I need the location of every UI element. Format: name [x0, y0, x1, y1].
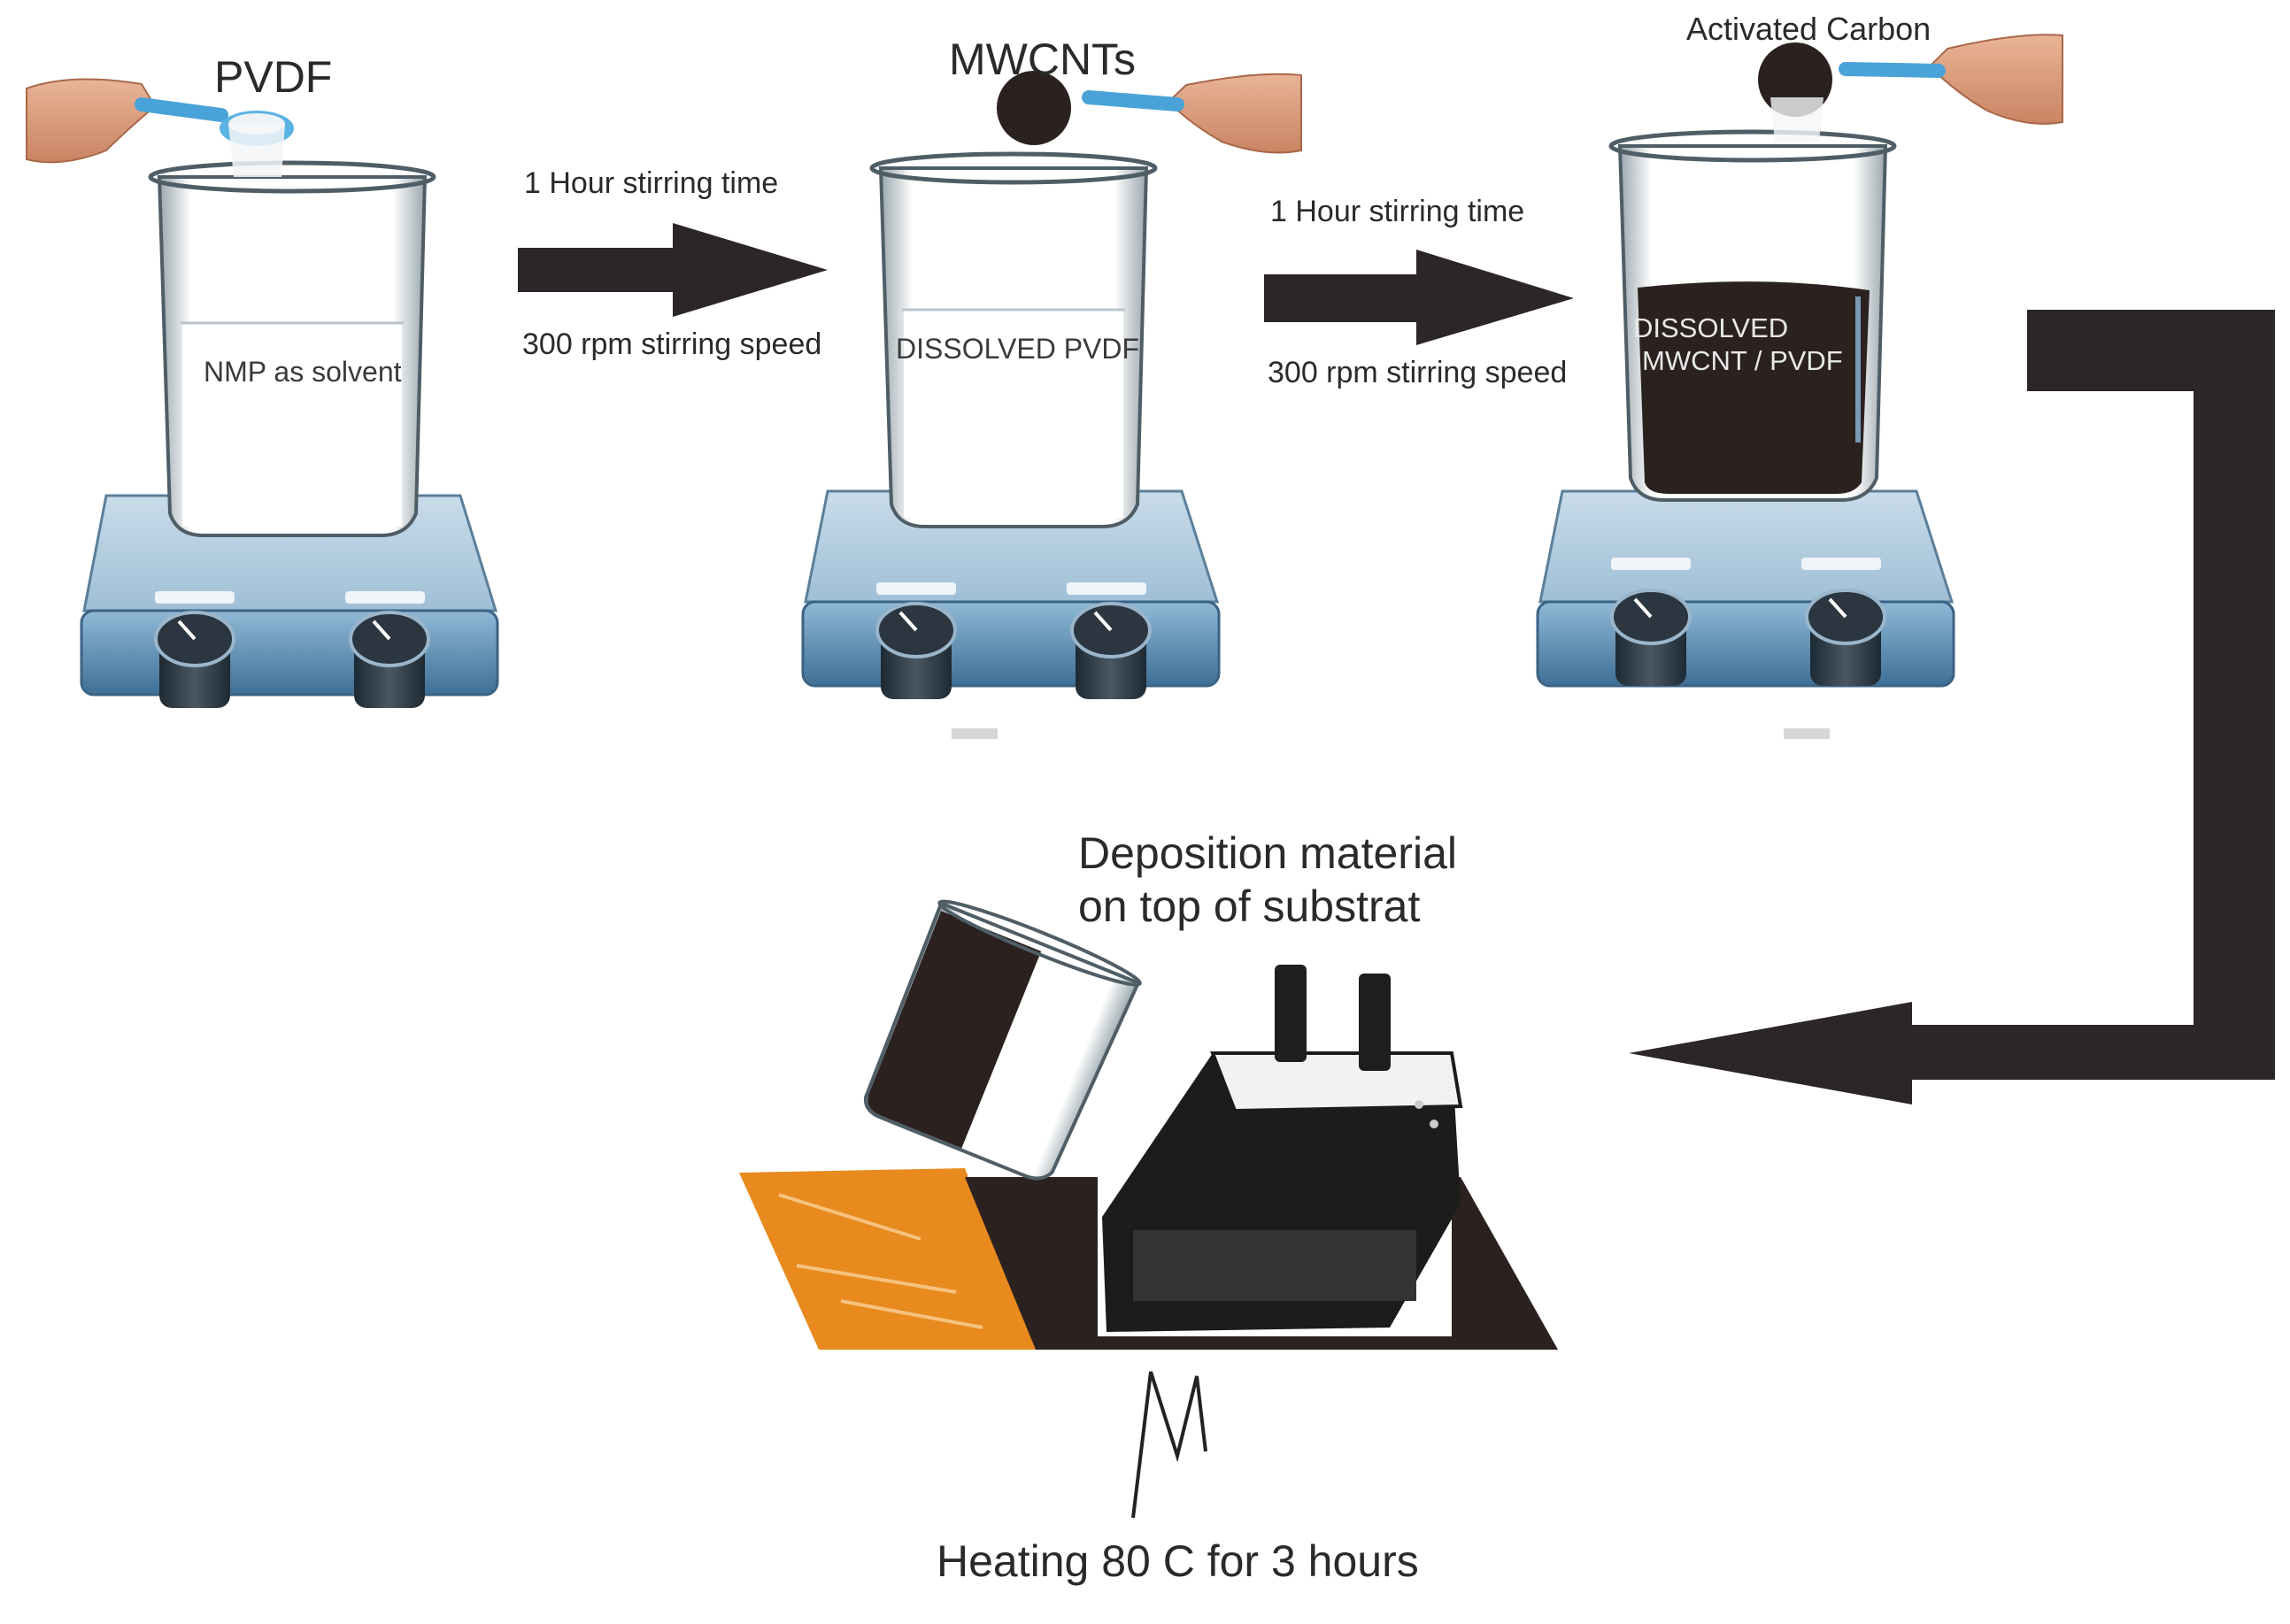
beaker-2 — [869, 151, 1158, 528]
arrow-2-bottom-label: 300 rpm stirring speed — [1268, 356, 1568, 389]
ingredient-label-mwcnts: MWCNTs — [949, 35, 1137, 84]
hotplate-stirrer-3 — [1536, 489, 1955, 739]
knob-icon — [1610, 589, 1692, 686]
beaker-label-dissolved-mwcnt-line2: MWCNT / PVDF — [1642, 345, 1843, 376]
beaker-label-dissolved-mwcnt-line1: DISSOLVED — [1633, 312, 1789, 343]
ingredient-label-activated-carbon: Activated Carbon — [1686, 11, 1931, 47]
arrow-1-top-label: 1 Hour stirring time — [524, 166, 779, 200]
deposition-title-line2: on top of substrat — [1078, 881, 1421, 931]
ingredient-label-pvdf: PVDF — [214, 52, 333, 102]
knob-icon — [1805, 589, 1886, 686]
elbow-arrow-to-deposition — [1629, 310, 2275, 1104]
beaker-label-dissolved-pvdf: DISSOLVED PVDF — [896, 333, 1140, 365]
knob-icon — [1070, 602, 1152, 699]
heat-symbol-icon — [1131, 1371, 1207, 1519]
hand-icon — [26, 78, 157, 164]
film-applicator — [1098, 965, 1463, 1336]
hand-icon — [1928, 34, 2063, 125]
beaker-1 — [148, 160, 436, 537]
tilted-beaker-pouring — [863, 899, 1142, 1181]
knob-icon — [875, 602, 957, 699]
arrow-step-2-to-3 — [1264, 250, 1574, 345]
scoop-icon — [997, 71, 1184, 145]
knob-icon — [154, 611, 235, 708]
heating-label: Heating 80 C for 3 hours — [937, 1536, 1419, 1586]
arrow-1-bottom-label: 300 rpm stirring speed — [522, 327, 822, 361]
knob-icon — [349, 611, 430, 708]
arrow-step-1-to-2 — [518, 223, 828, 317]
hand-icon — [1167, 73, 1302, 154]
deposition-title-line1: Deposition material — [1078, 828, 1457, 878]
beaker-label-nmp: NMP as solvent — [204, 356, 402, 388]
scoop-icon — [1758, 42, 1946, 142]
scoop-icon — [135, 97, 294, 177]
arrow-2-top-label: 1 Hour stirring time — [1270, 195, 1525, 228]
beaker-3 — [1608, 129, 1897, 502]
